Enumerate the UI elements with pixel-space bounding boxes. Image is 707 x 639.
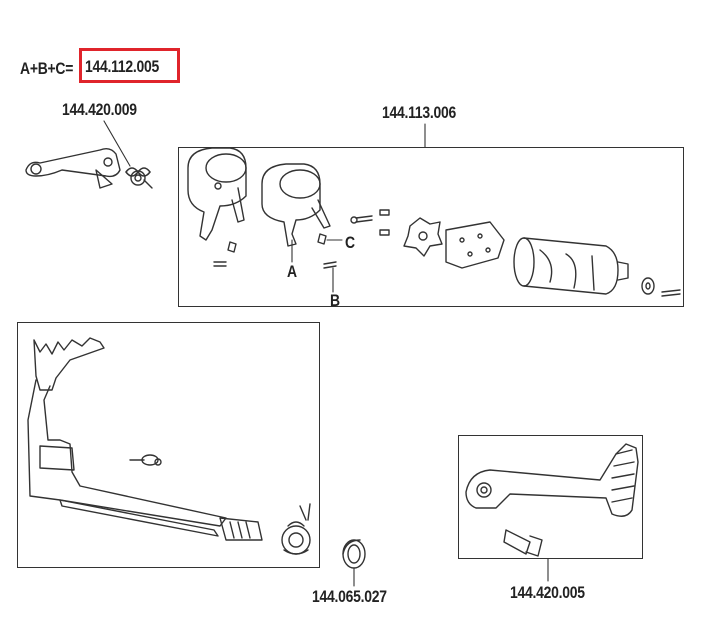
kit-number[interactable]: 144.112.005: [85, 57, 160, 76]
shift-drum-drawing: [513, 237, 681, 297]
part-number-shift-drum-assembly[interactable]: 144.113.006: [382, 103, 457, 122]
screws-drawing: [350, 209, 390, 236]
shift-shaft-panel: [17, 322, 320, 568]
star-cam-drawing: [403, 217, 443, 257]
kit-number-highlight: [79, 48, 180, 83]
gear-shift-shaft-drawing: [27, 337, 263, 541]
shift-arm-drawing: [25, 147, 153, 189]
drum-plate-drawing: [445, 221, 505, 269]
shift-drum-assembly-panel: [178, 147, 684, 307]
callout-b: B: [330, 291, 340, 310]
part-number-shift-shaft[interactable]: 144.065.027: [312, 587, 387, 606]
callout-c: C: [345, 233, 355, 252]
kick-lever-panel: [458, 435, 643, 559]
fork-pins-drawing: [213, 233, 337, 269]
kick-lever-drawing: [465, 443, 639, 557]
shift-fork-2-drawing: [261, 163, 331, 247]
part-number-shift-arm[interactable]: 144.420.009: [62, 100, 137, 119]
part-number-kick-lever[interactable]: 144.420.005: [510, 583, 585, 602]
formula-prefix: A+B+C=: [20, 59, 74, 78]
return-spring-drawing: [281, 503, 311, 555]
shaft-seal-drawing: [342, 539, 366, 569]
callout-a: A: [287, 262, 297, 281]
shift-fork-1-drawing: [187, 147, 247, 241]
leader-lines: [103, 120, 549, 587]
